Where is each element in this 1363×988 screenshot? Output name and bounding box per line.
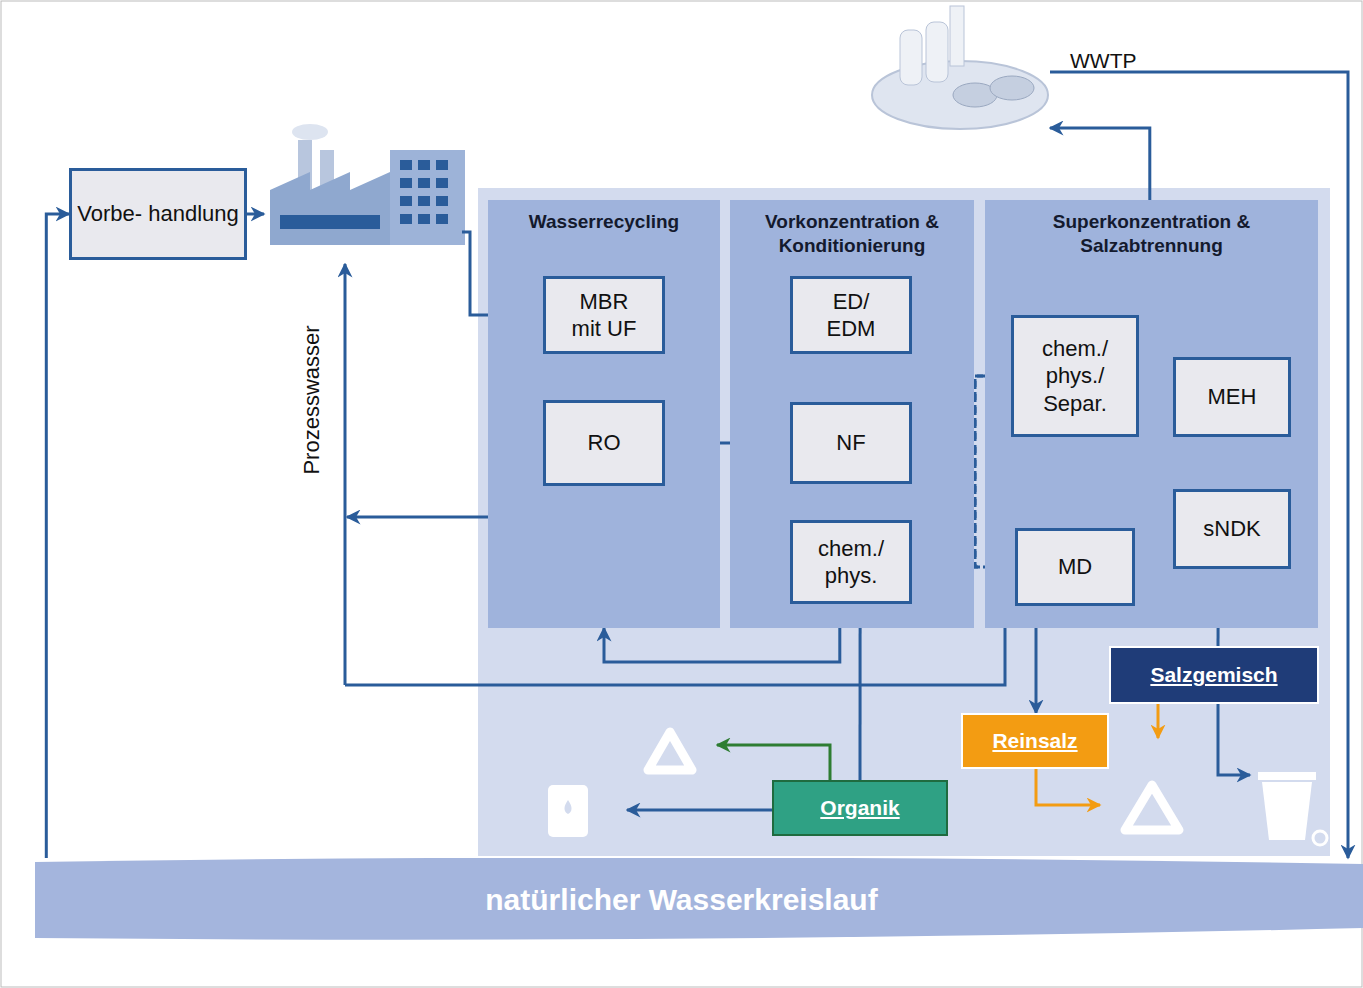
- stage-panel: Superkonzentration & Salzabtrennung chem.…: [985, 200, 1318, 628]
- process-box: MEH: [1173, 357, 1291, 437]
- panel-heading: Wasserrecycling: [529, 210, 679, 234]
- node-text: sNDK: [1203, 515, 1260, 543]
- node-text: Vorbe- handlung: [77, 200, 238, 228]
- flow-connector: [1050, 128, 1150, 200]
- output-tag: Reinsalz: [961, 713, 1109, 769]
- process-box: sNDK: [1173, 489, 1291, 569]
- output-tag: Organik: [772, 780, 948, 836]
- panel-heading: Vorkonzentration & Konditionierung: [752, 210, 952, 258]
- band-fill: [35, 858, 1363, 940]
- flow-connector: [46, 214, 69, 858]
- node-text: ED/ EDM: [821, 288, 881, 343]
- wwtp-icon: [872, 6, 1048, 129]
- node-text: MBR mit UF: [568, 288, 640, 343]
- process-box: Vorbe- handlung: [69, 168, 247, 260]
- node-text: chem./ phys./ Separ.: [1035, 335, 1115, 418]
- flow-connector: [1217, 628, 1220, 646]
- node-text: RO: [588, 429, 621, 457]
- treatment-region: [478, 188, 1330, 856]
- factory-icon: [270, 124, 465, 245]
- process-box: NF: [790, 402, 912, 484]
- stage-panel: Vorkonzentration & KonditionierungED/ ED…: [730, 200, 974, 628]
- process-box: chem./ phys.: [790, 520, 912, 604]
- output-tag: Salzgemisch: [1109, 646, 1319, 704]
- barrel-icon: [548, 785, 588, 837]
- process-box: ED/ EDM: [790, 276, 912, 354]
- node-text: NF: [836, 429, 865, 457]
- process-box: MBR mit UF: [543, 276, 665, 354]
- water-cycle-band: natürlicher Wasserkreislauf: [0, 858, 1363, 942]
- process-box: MD: [1015, 528, 1135, 606]
- flow-label: Prozesswasser: [299, 325, 325, 474]
- node-text: MEH: [1208, 383, 1257, 411]
- node-text: chem./ phys.: [811, 535, 891, 590]
- plant-label: WWTP: [1070, 48, 1136, 74]
- node-text: Organik: [820, 795, 899, 821]
- process-box: chem./ phys./ Separ.: [1011, 315, 1139, 437]
- plant-icon-node: WWTP: [870, 0, 1050, 135]
- process-box: RO: [543, 400, 665, 486]
- node-text: MD: [1058, 553, 1092, 581]
- node-text: Salzgemisch: [1150, 662, 1277, 688]
- stage-panel: WasserrecyclingMBR mit UF RO: [488, 200, 720, 628]
- flow-connector: [859, 628, 862, 780]
- flow-connector: [604, 628, 840, 662]
- node-text: Reinsalz: [992, 728, 1077, 754]
- panel-heading: Superkonzentration & Salzabtrennung: [1012, 210, 1292, 258]
- bin-icon: [1258, 772, 1327, 845]
- node-text: natürlicher Wasserkreislauf: [485, 881, 877, 919]
